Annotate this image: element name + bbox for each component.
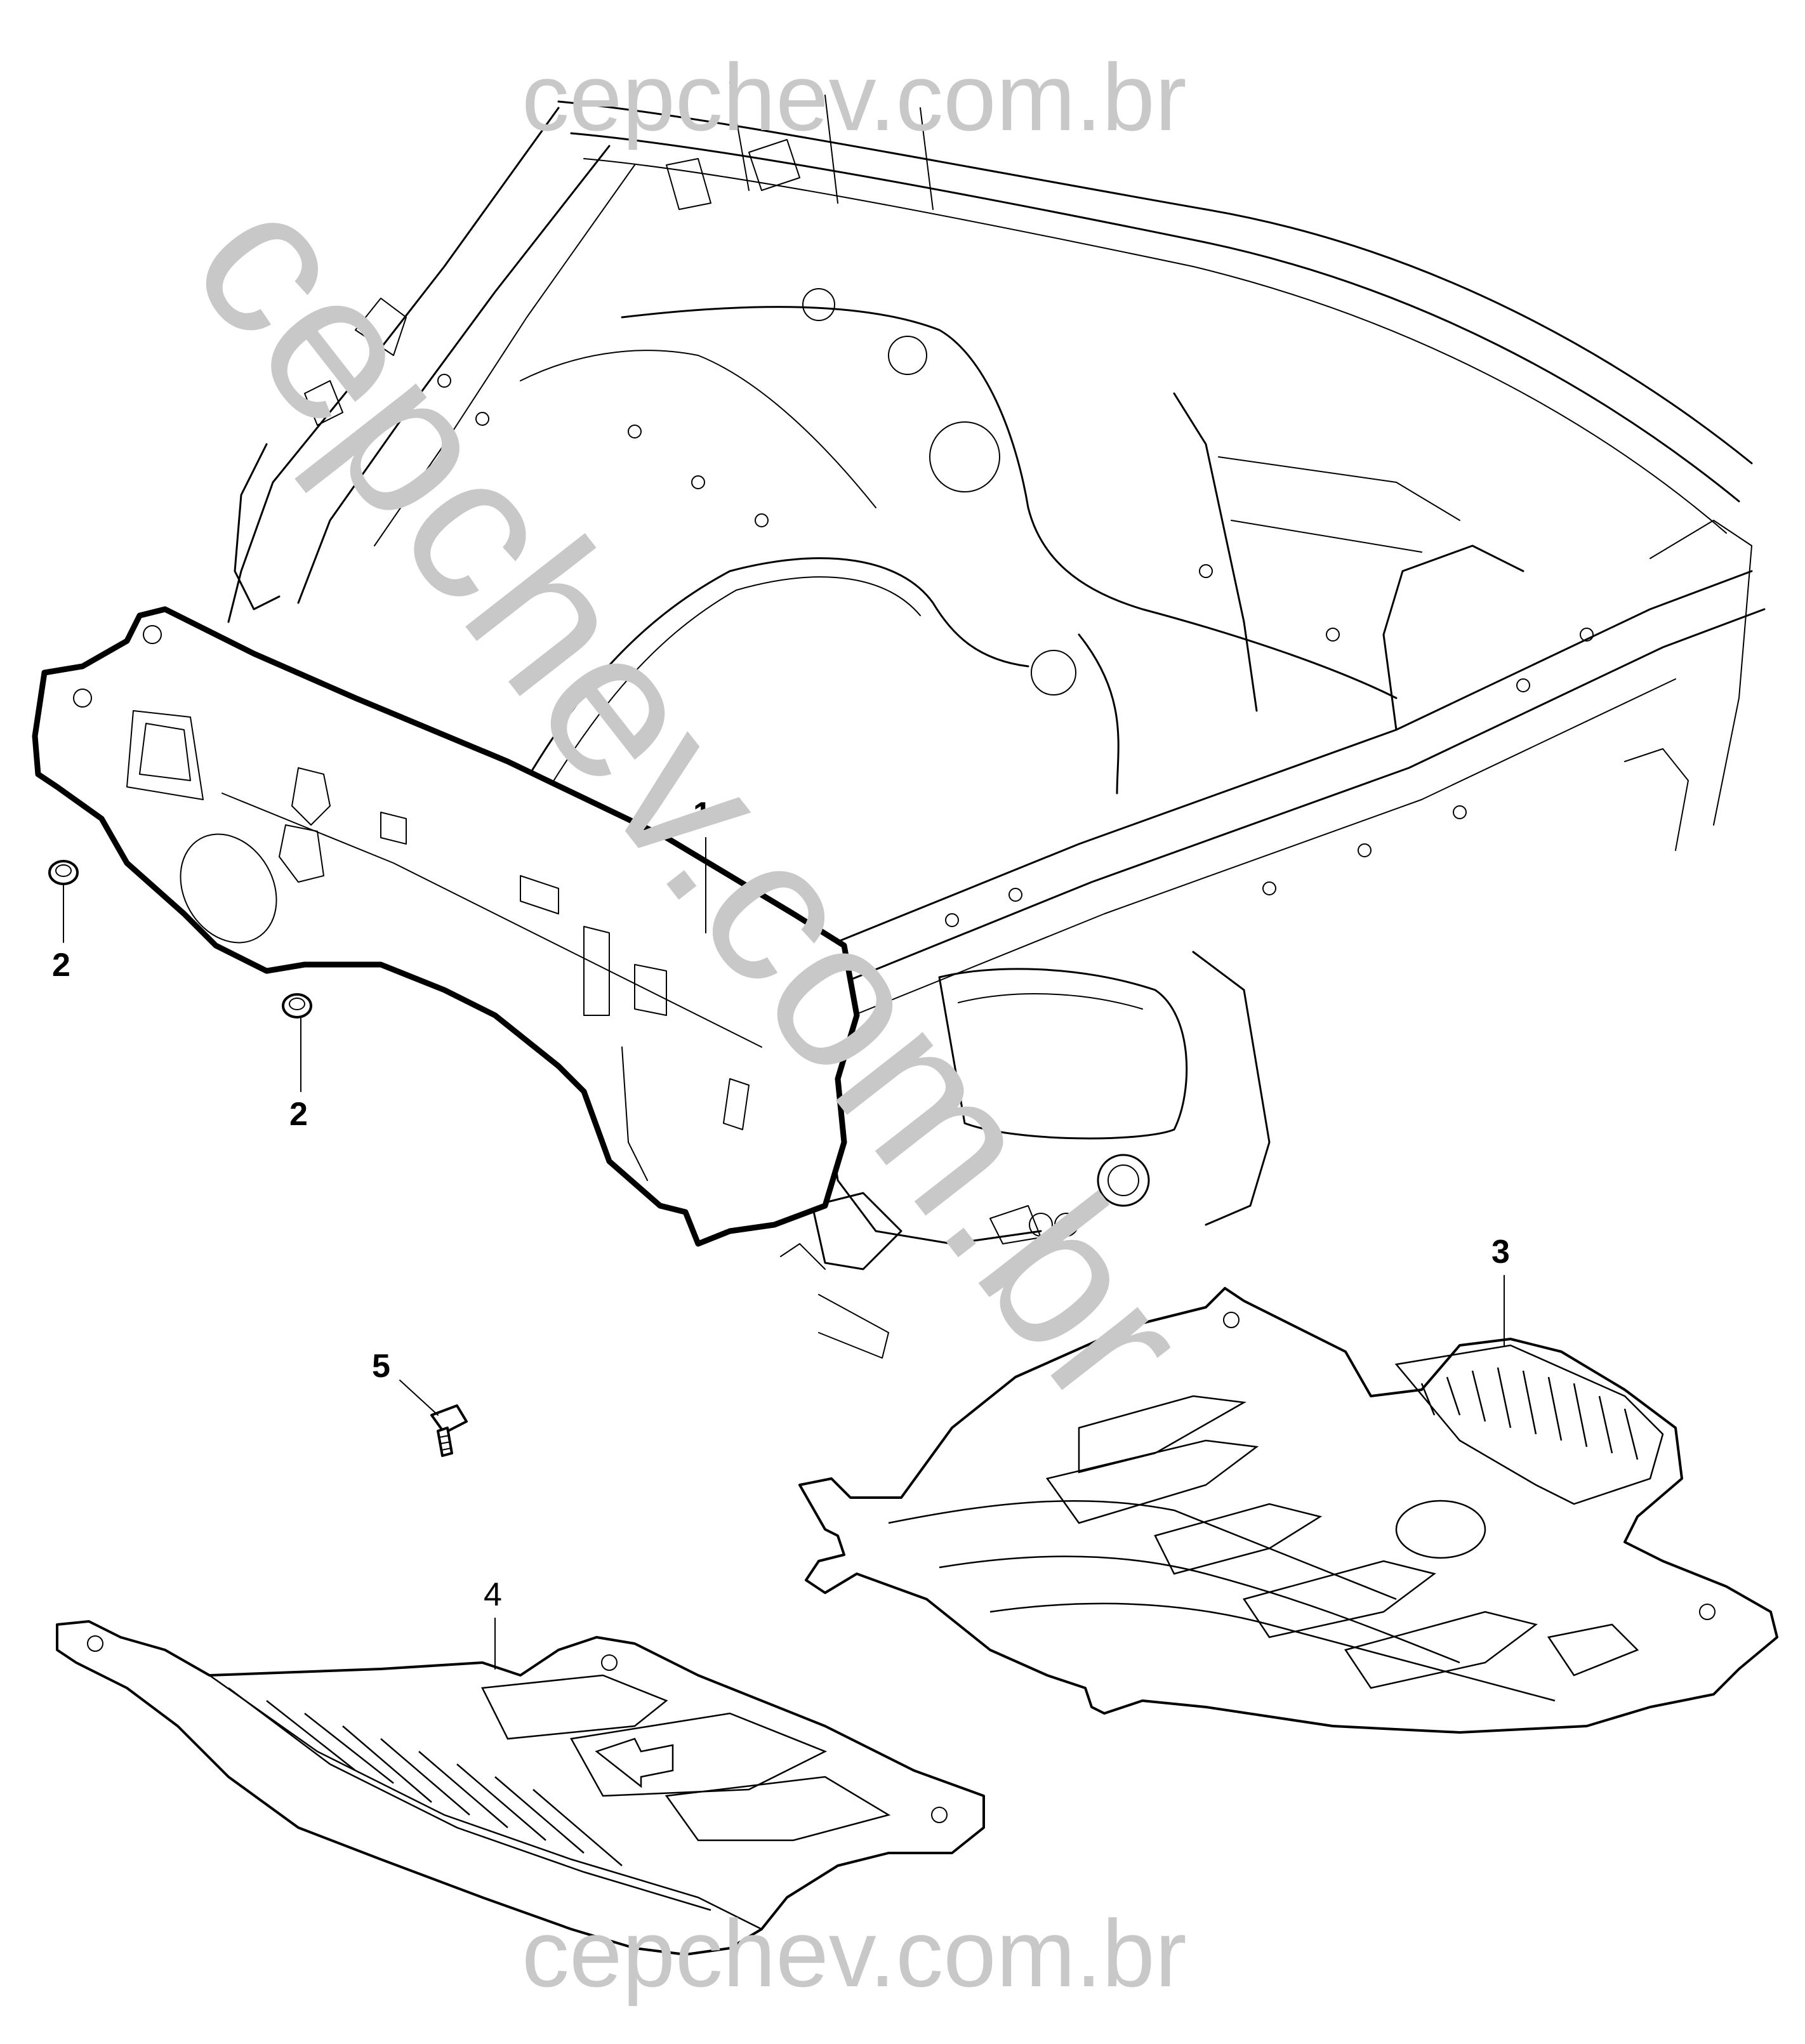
part-1-dash-panel-insulator bbox=[32, 606, 860, 1247]
part-3-engine-splash-shield bbox=[798, 1287, 1778, 1734]
bolt-holes bbox=[437, 374, 1594, 927]
callout-1: 1 bbox=[693, 796, 711, 833]
callout-2-lower: 2 bbox=[289, 1096, 308, 1133]
part-2-grommet-lower bbox=[282, 993, 312, 1019]
part-4-underbody-shield bbox=[56, 1620, 985, 1956]
callout-5: 5 bbox=[372, 1348, 390, 1385]
part-2-grommet-upper bbox=[48, 860, 79, 885]
watermark-top: cepchev.com.br bbox=[522, 44, 1187, 150]
callout-3: 3 bbox=[1491, 1234, 1510, 1270]
part-5-bolt bbox=[430, 1404, 468, 1457]
callout-2-upper: 2 bbox=[52, 947, 70, 984]
watermark-bottom: cepchev.com.br bbox=[522, 1900, 1187, 2007]
callout-4: 4 bbox=[484, 1576, 502, 1613]
leader-lines bbox=[63, 837, 1505, 1670]
front-body-structure bbox=[227, 82, 1766, 1359]
callout-labels: 1 2 2 3 4 5 bbox=[52, 796, 1510, 1613]
